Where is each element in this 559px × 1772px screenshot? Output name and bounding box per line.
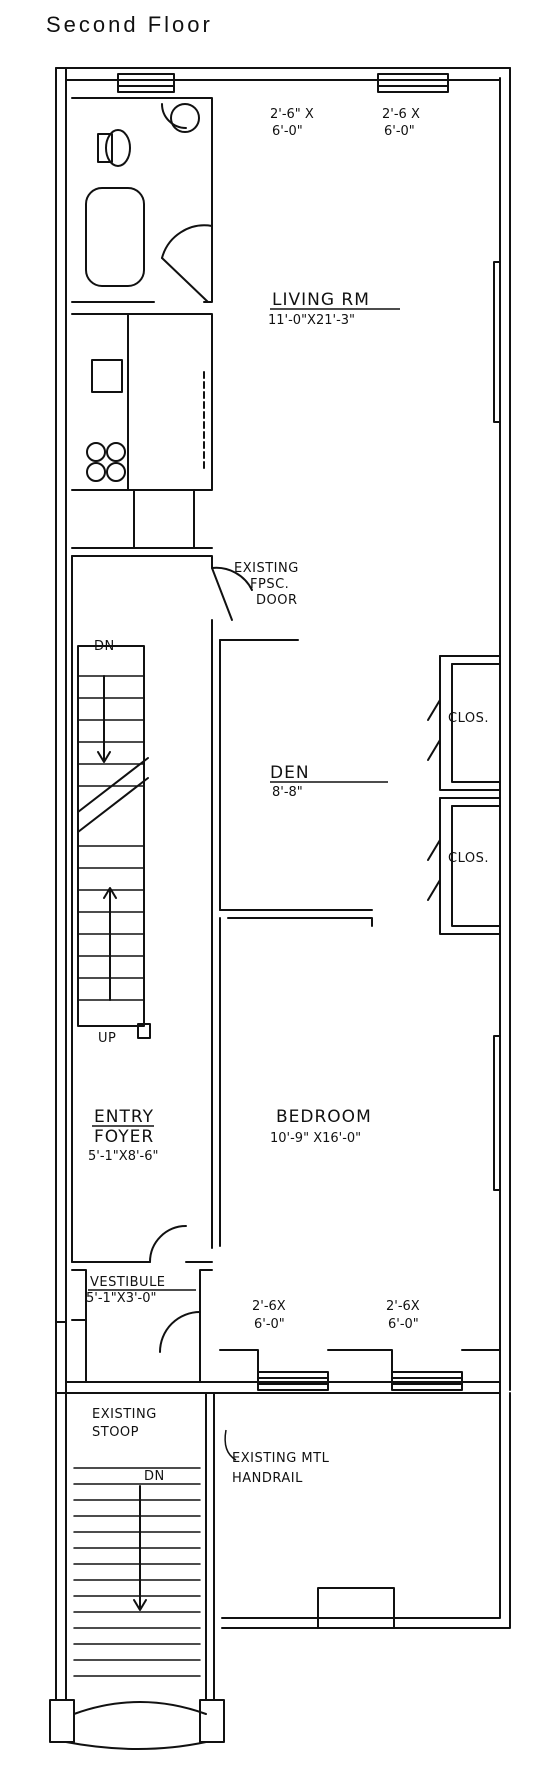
front-window-right bbox=[391, 1371, 463, 1391]
handrail-note-1: EXISTING MTL bbox=[232, 1451, 330, 1466]
entry-name: ENTRY bbox=[94, 1107, 154, 1127]
window-height-4: 6'-0" bbox=[388, 1317, 419, 1332]
existing-stoop bbox=[49, 1392, 225, 1750]
bathroom bbox=[71, 97, 213, 303]
stair-down-label: DN bbox=[94, 639, 115, 654]
window-height-3: 6'-0" bbox=[254, 1317, 285, 1332]
front-areaway bbox=[221, 1392, 511, 1629]
den-name: DEN bbox=[270, 763, 310, 783]
window-height-1: 6'-0" bbox=[272, 124, 303, 139]
existing-door-note-1: EXISTING bbox=[234, 561, 299, 576]
foyer-name: FOYER bbox=[94, 1127, 154, 1147]
rear-window-right bbox=[377, 73, 449, 93]
window-size-4: 2'-6X bbox=[386, 1299, 420, 1314]
entry-dims: 5'-1"X8'-6" bbox=[88, 1149, 158, 1164]
kitchen bbox=[71, 313, 213, 549]
window-size-2: 2'-6 X bbox=[382, 107, 420, 122]
closet-1-label: CLOS. bbox=[448, 711, 489, 726]
window-size-3: 2'-6X bbox=[252, 1299, 286, 1314]
vestibule-name: VESTIBULE bbox=[90, 1275, 166, 1290]
interior-stair bbox=[77, 645, 151, 1039]
vestibule-dims: 5'-1"X3'-0" bbox=[86, 1291, 156, 1306]
handrail-note-2: HANDRAIL bbox=[232, 1471, 303, 1486]
living-room-dims: 11'-0"X21'-3" bbox=[268, 313, 355, 328]
window-size-1: 2'-6" X bbox=[270, 107, 314, 122]
den-dims: 8'-8" bbox=[272, 785, 303, 800]
bedroom-dims: 10'-9" X16'-0" bbox=[270, 1131, 361, 1146]
basement-door-swing bbox=[211, 566, 253, 591]
closet-2-label: CLOS. bbox=[448, 851, 489, 866]
rear-window-left bbox=[117, 73, 175, 93]
drawing-title: Second Floor bbox=[46, 12, 213, 37]
stoop-note-1: EXISTING bbox=[92, 1407, 157, 1422]
stoop-note-2: STOOP bbox=[92, 1425, 139, 1440]
outer-walls bbox=[55, 67, 511, 1394]
vestibule bbox=[55, 1225, 213, 1383]
window-height-2: 6'-0" bbox=[384, 124, 415, 139]
existing-door-note-2: FPSC. bbox=[250, 577, 289, 592]
stoop-down-label: DN bbox=[144, 1469, 165, 1484]
closets bbox=[427, 655, 501, 935]
bedroom-name: BEDROOM bbox=[276, 1107, 372, 1127]
existing-door-note-3: DOOR bbox=[256, 593, 298, 608]
front-window-left bbox=[257, 1371, 329, 1391]
stair-up-label: UP bbox=[98, 1031, 116, 1046]
living-room-name: LIVING RM bbox=[272, 290, 370, 310]
